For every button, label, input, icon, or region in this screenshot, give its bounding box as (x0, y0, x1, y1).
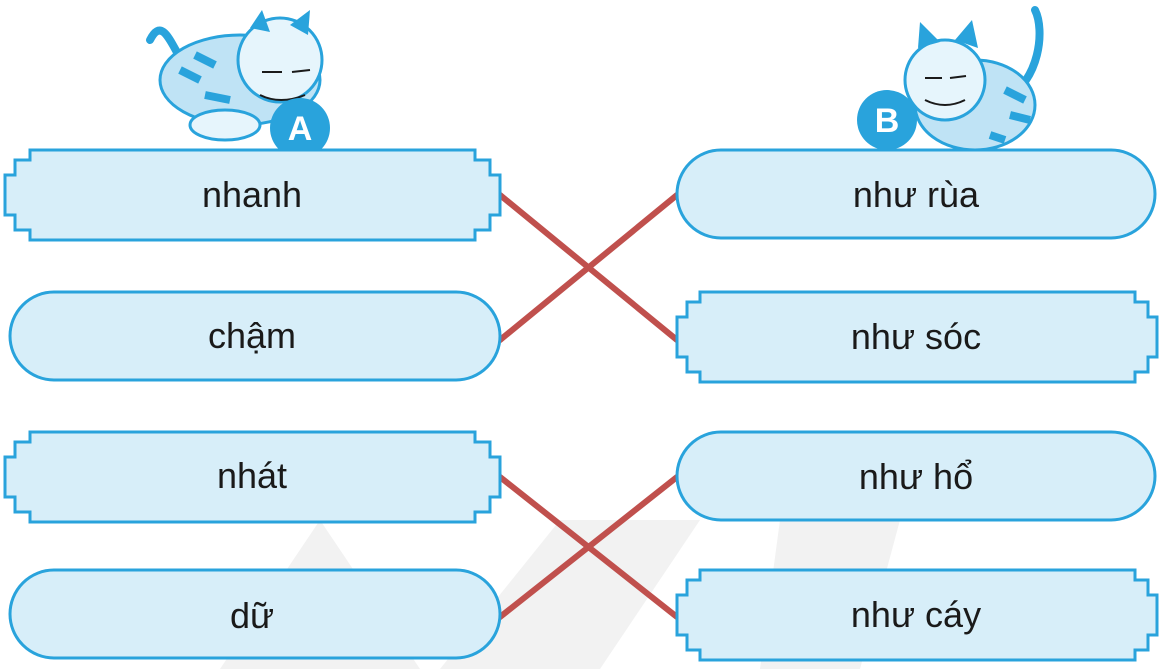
badge-b: B (857, 90, 917, 150)
box-b-nhu-soc-label: như sóc (851, 316, 981, 357)
connector-lines (497, 192, 680, 620)
box-a-nhanh[interactable]: nhanh (3, 148, 502, 242)
badge-a-label: A (288, 110, 313, 148)
cat-a-icon (146, 10, 324, 142)
box-a-du-label: dữ (230, 595, 274, 636)
box-a-nhat[interactable]: nhát (3, 430, 502, 524)
box-b-nhu-soc[interactable]: như sóc (675, 290, 1159, 384)
box-b-nhu-cay[interactable]: như cáy (675, 568, 1159, 662)
box-a-cham[interactable]: chậm (8, 290, 502, 382)
connector-cham-nhu-rua (497, 192, 680, 343)
box-b-nhu-rua-label: như rùa (853, 174, 980, 215)
box-a-nhanh-label: nhanh (202, 174, 302, 215)
box-b-nhu-ho[interactable]: như hổ (675, 430, 1157, 522)
box-b-nhu-cay-label: như cáy (851, 594, 981, 635)
box-a-cham-label: chậm (208, 315, 296, 356)
cat-b-icon (903, 6, 1044, 152)
box-b-nhu-ho-label: như hổ (859, 456, 973, 497)
badge-a: A (270, 98, 330, 158)
connector-du-nhu-ho (497, 474, 680, 620)
box-b-nhu-rua[interactable]: như rùa (675, 148, 1157, 240)
box-a-du[interactable]: dữ (8, 568, 502, 660)
box-a-nhat-label: nhát (217, 455, 287, 496)
badge-b-label: B (875, 102, 900, 140)
